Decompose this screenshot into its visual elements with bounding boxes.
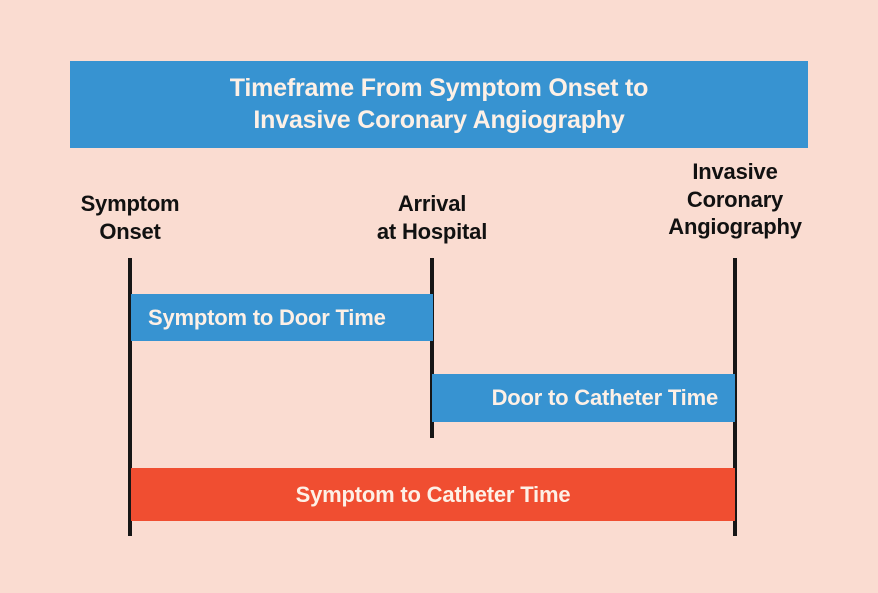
milestone-label-line-2: at Hospital	[376, 218, 488, 244]
milestone-label-line-1: Symptom	[80, 191, 180, 216]
milestone-label-line-2: Coronary	[686, 186, 784, 212]
milestone-label-line-2: Onset	[99, 218, 161, 244]
milestone-label-line-3: Angiography	[668, 214, 802, 239]
milestone-label-line-1: Invasive	[692, 159, 778, 184]
title-banner: Timeframe From Symptom Onset to Invasive…	[70, 61, 808, 148]
milestone-label-line-1: Arrival	[397, 191, 467, 216]
milestone-label-symptom-onset: Symptom Onset	[81, 190, 180, 245]
interval-bar-label: Door to Catheter Time	[491, 385, 719, 410]
interval-bar-label: Symptom to Door Time	[148, 304, 386, 330]
marker-line-symptom-onset	[128, 258, 132, 536]
interval-bar-symptom-to-catheter: Symptom to Catheter Time	[131, 468, 735, 521]
interval-bar-label: Symptom to Catheter Time	[295, 481, 571, 507]
title-line-2: Invasive Coronary Angiography	[253, 105, 625, 134]
milestone-label-arrival-hospital: Arrival at Hospital	[377, 190, 487, 245]
interval-bar-door-to-catheter: Door to Catheter Time	[432, 374, 735, 422]
title-line-1: Timeframe From Symptom Onset to	[229, 73, 649, 102]
marker-line-arrival-hospital	[430, 258, 434, 438]
milestone-label-invasive-angiography: Invasive Coronary Angiography	[668, 158, 802, 241]
interval-bar-symptom-to-door: Symptom to Door Time	[131, 294, 433, 341]
marker-line-invasive-angiography	[733, 258, 737, 536]
